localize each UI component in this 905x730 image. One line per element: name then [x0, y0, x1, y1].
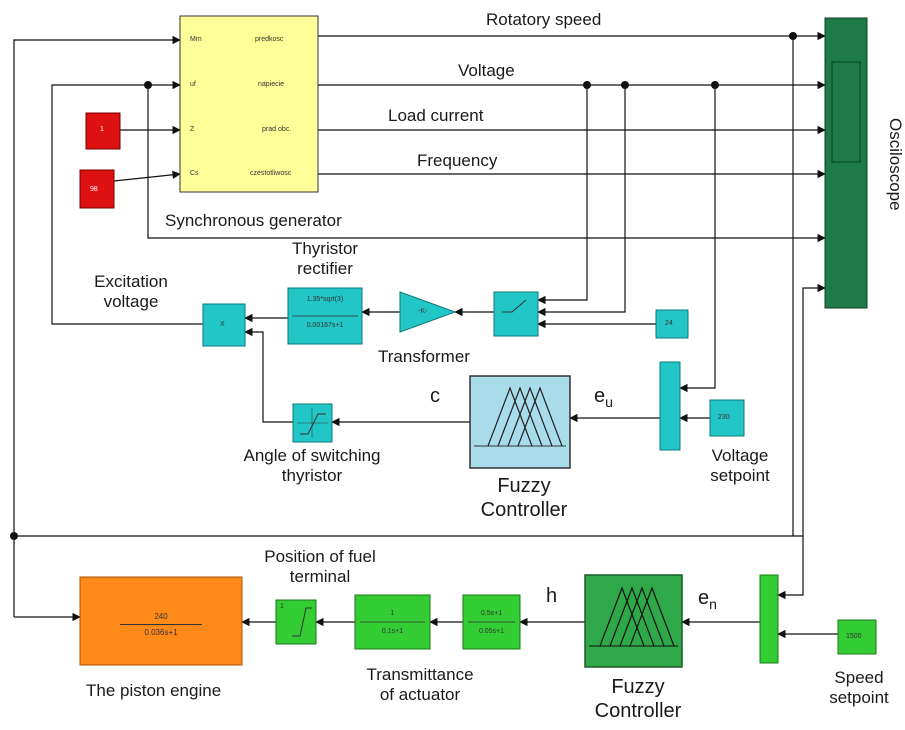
load-current-label: Load current [388, 106, 484, 125]
red-block-1-text: 1 [100, 126, 104, 133]
gen-input-cs: Cs [190, 170, 199, 177]
generator-label: Synchronous generator [165, 211, 342, 230]
fuzzy-controller-voltage-block [469, 375, 571, 469]
transmittance-actuator-label: Transmittance of actuator [366, 665, 474, 704]
constant-1500-block [837, 619, 877, 655]
oscilloscope-label: Osciloscope [886, 118, 905, 211]
gen-input-mm: Mm [190, 36, 202, 43]
gen-output-speed: predkosc [255, 36, 284, 43]
transformer-gain-block [399, 291, 457, 333]
lead-denominator: 0.05s+1 [478, 628, 505, 635]
gen-output-frequency: czestotliwosc [250, 170, 292, 177]
rotatory-speed-label: Rotatory speed [486, 10, 602, 29]
gen-input-z: Z [190, 126, 195, 133]
saturation-input-text: 1 [280, 603, 284, 610]
cs-constant-block [79, 169, 115, 209]
constant-230-text: 230 [718, 414, 730, 421]
gen-output-voltage: napiecie [258, 81, 285, 88]
transformer-label: Transformer [378, 347, 470, 366]
transformer-gain-text: -K- [418, 308, 428, 315]
angle-switching-label: Angle of switching thyristor [243, 446, 381, 485]
rectifier-denominator: 0.00167s+1 [306, 322, 344, 329]
constant-1500-text: 1500 [846, 633, 862, 640]
fuzzy-controller-speed-label: Fuzzy Controller [594, 676, 682, 722]
engine-denominator: 0.036s+1 [144, 628, 178, 637]
frequency-label: Frequency [417, 151, 498, 170]
speed-sum-block [759, 574, 779, 664]
gen-input-uf: uf [190, 81, 196, 88]
switch-block [493, 291, 539, 337]
position-fuel-terminal-label: Position of fuel terminal [264, 547, 376, 586]
fuzzy-controller-voltage-label: Fuzzy Controller [480, 475, 568, 521]
constant-24-text: 24 [665, 320, 673, 327]
synchronous-generator-block [179, 15, 319, 193]
en-signal-label: en [698, 587, 717, 612]
actuator-denominator: 0.1s+1 [381, 628, 404, 635]
voltage-setpoint-label: Voltage setpoint [710, 446, 770, 485]
speed-setpoint-label: Speed setpoint [829, 668, 889, 707]
h-signal-label: h [546, 585, 558, 607]
rectifier-numerator: 1.35*sqrt(3) [306, 296, 344, 303]
gen-output-current: prad obc. [262, 126, 292, 133]
engine-numerator: 240 [154, 612, 168, 621]
eu-signal-label: eu [594, 385, 613, 410]
red-block-2-text: 98 [90, 186, 98, 193]
engine-fraction-line [120, 624, 202, 625]
piston-engine-block [79, 576, 243, 666]
product-text: X [220, 321, 225, 328]
junction-dots [10, 32, 797, 540]
voltage-label: Voltage [458, 61, 515, 80]
thyristor-rectifier-label: Thyristor rectifier [291, 239, 359, 278]
fuel-saturation-block [275, 599, 317, 645]
fuzzy-controller-speed-block [584, 574, 683, 668]
constant-230-block [709, 399, 745, 437]
constant-24-block [655, 309, 689, 339]
piston-engine-label: The piston engine [86, 681, 222, 700]
c-signal-label: c [430, 385, 440, 407]
voltage-sum-block [659, 361, 681, 451]
oscilloscope-screen [831, 61, 861, 163]
lead-numerator: 0.5s+1 [480, 610, 503, 617]
load-constant-block [85, 112, 121, 150]
product-block [202, 303, 246, 347]
actuator-numerator: 1 [390, 610, 395, 617]
excitation-voltage-label: Excitation voltage [94, 272, 168, 311]
